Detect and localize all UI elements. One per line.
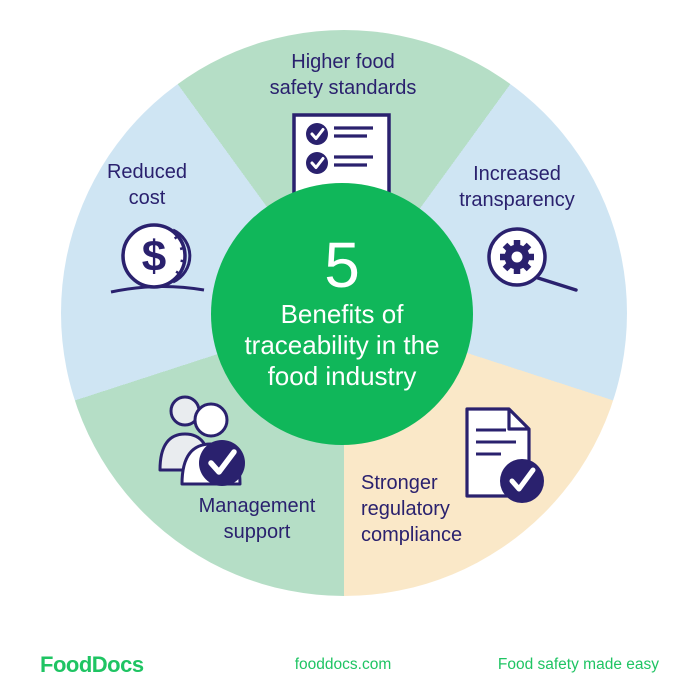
segment-label-management-support: Management support xyxy=(198,495,316,543)
segment-label-higher-food-safety: Higher food safety standards xyxy=(269,51,417,99)
footer: FoodDocs fooddocs.com Food safety made e… xyxy=(0,640,686,680)
benefits-count: 5 xyxy=(324,228,360,301)
document-check-icon xyxy=(465,407,544,503)
infographic-title: Benefits of traceability in the food ind… xyxy=(244,298,440,391)
svg-text:$: $ xyxy=(142,232,166,281)
footer-tagline: Food safety made easy xyxy=(497,656,659,673)
segment-label-stronger-regulatory-compliance: Stronger regulatory compliance xyxy=(361,472,463,546)
segment-label-increased-transparency: Increased transparency xyxy=(459,163,575,211)
fooddocs-logo: FoodDocs xyxy=(40,652,144,677)
people-check-icon xyxy=(158,395,245,486)
segment-label-reduced-cost: Reduced cost xyxy=(106,161,188,209)
footer-website: fooddocs.com xyxy=(294,656,392,673)
magnifier-gear-icon xyxy=(487,227,578,292)
dollar-coin-icon: $ xyxy=(110,223,205,294)
center-circle: 5 Benefits of traceability in the food i… xyxy=(211,183,473,445)
